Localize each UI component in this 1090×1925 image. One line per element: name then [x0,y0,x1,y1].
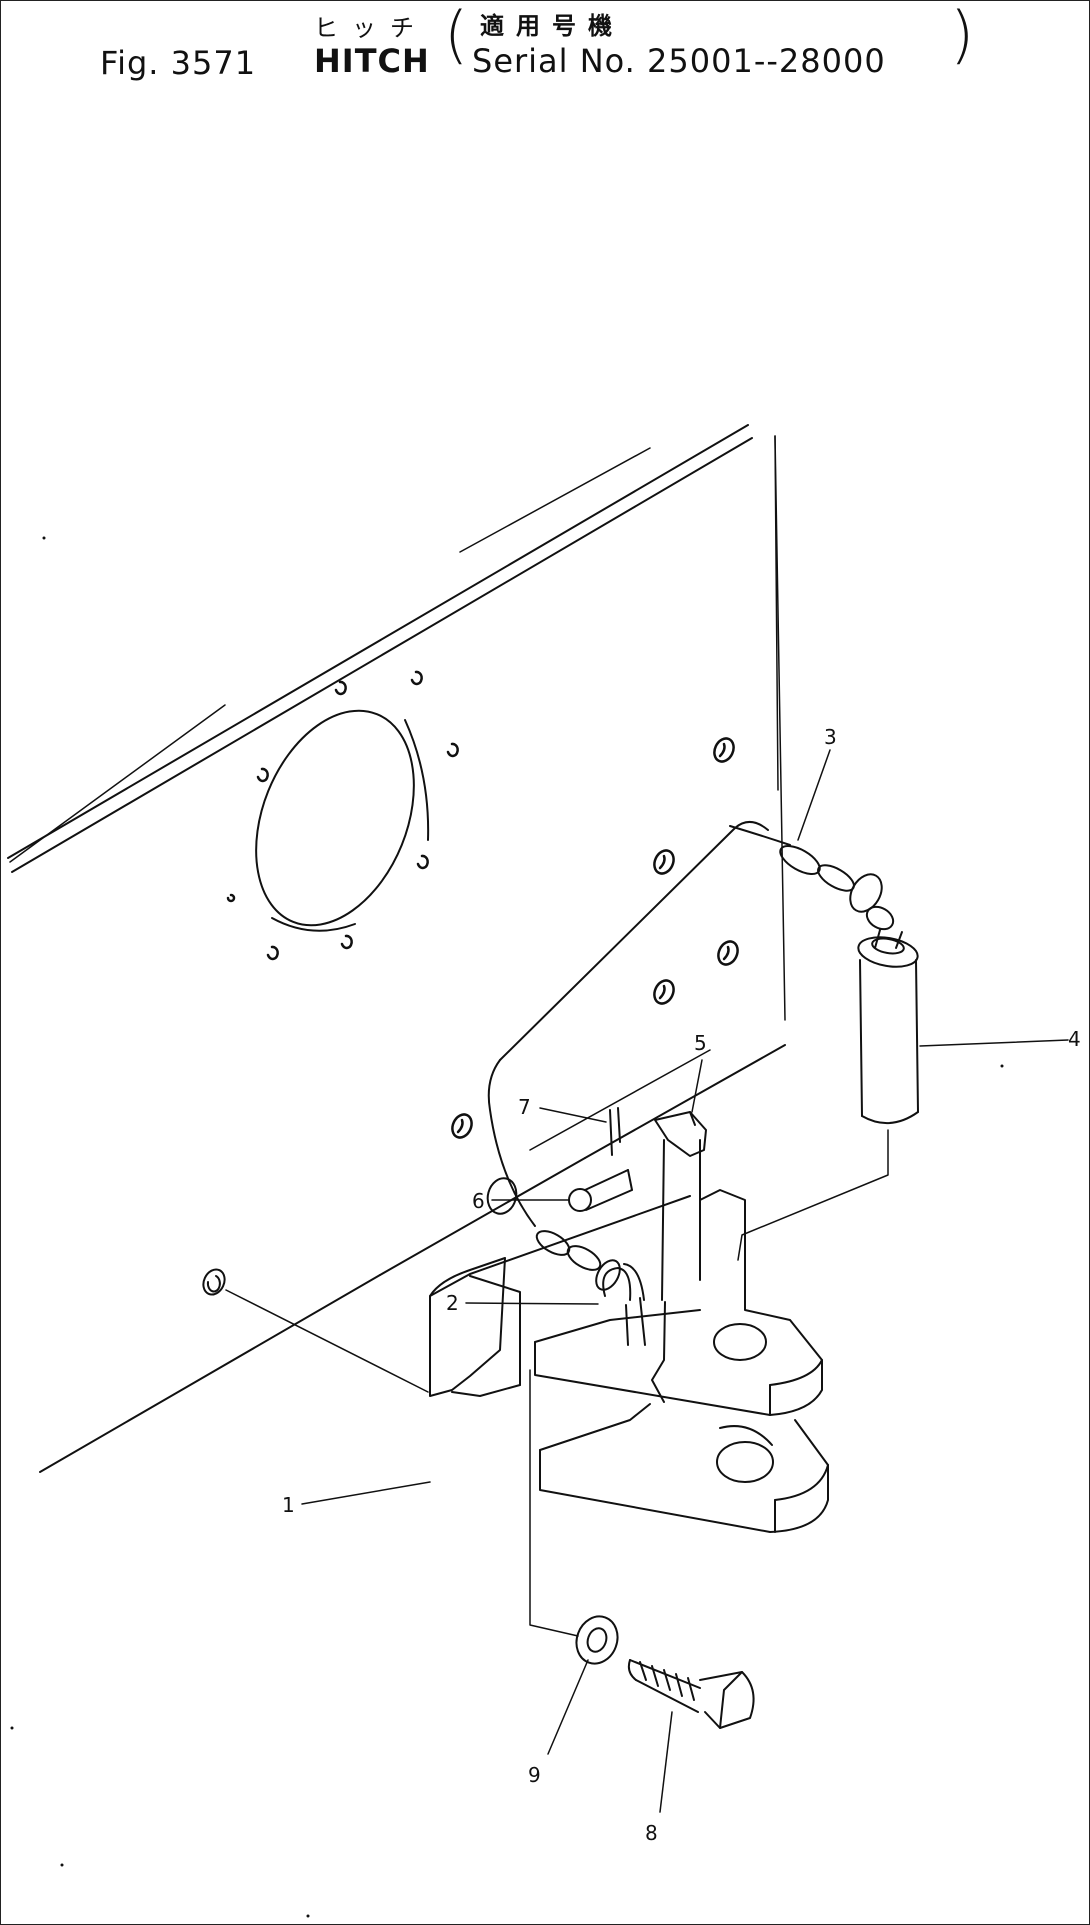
hitch-pin-part-4 [857,929,919,1124]
panel-bolt-holes [451,737,739,1139]
title-japanese: ヒッチ [314,14,428,42]
clip-part-2 [602,1139,701,1403]
callout-label-4: 4 [1068,1027,1081,1051]
callout-4: 4 [919,1027,1081,1051]
hitch-body-part-1 [429,1177,829,1533]
callout-label-3: 3 [824,725,837,749]
paren-open: ( [444,0,469,71]
callout-1: 1 [282,1481,431,1517]
serial-heading-japanese: 適用号機 [480,12,624,40]
spring-pin-part-7 [609,1107,621,1156]
hitch-mount-plate [487,821,769,1227]
callout-label-2: 2 [446,1291,459,1315]
figure-number: Fig. 3571 [100,44,257,82]
chain-part-3 [535,825,895,1291]
left-bolt-head [202,1268,226,1296]
callouts: 1 2 3 4 5 6 7 8 [282,725,1081,1845]
callout-label-5: 5 [694,1031,707,1055]
bracket-part-5 [654,1111,707,1281]
callout-3: 3 [797,725,837,841]
callout-6: 6 [472,1189,569,1213]
callout-label-6: 6 [472,1189,485,1213]
callout-7: 7 [518,1095,607,1123]
frame-panel [7,424,786,1473]
callout-label-7: 7 [518,1095,531,1119]
bolt-part-6 [568,1169,633,1212]
callout-label-8: 8 [645,1821,658,1845]
scan-specks [10,536,1004,1918]
paren-close: ) [950,0,975,71]
callout-9: 9 [528,1659,589,1787]
callout-8: 8 [645,1711,673,1845]
serial-number-range: Serial No. 25001--28000 [472,42,886,80]
callout-2: 2 [446,1291,599,1315]
access-opening [226,670,459,961]
opening-bolt-holes [226,670,459,961]
washer-part-9 [575,1615,619,1665]
callout-label-9: 9 [528,1763,541,1787]
callout-label-1: 1 [282,1493,295,1517]
bolt-part-8 [627,1659,755,1729]
assembly-lines [225,1129,889,1637]
title-block: Fig. 3571 ヒッチ HITCH ( 適用号機 Serial No. 25… [0,0,1090,100]
callout-5: 5 [691,1031,707,1113]
title-english: HITCH [314,42,430,80]
